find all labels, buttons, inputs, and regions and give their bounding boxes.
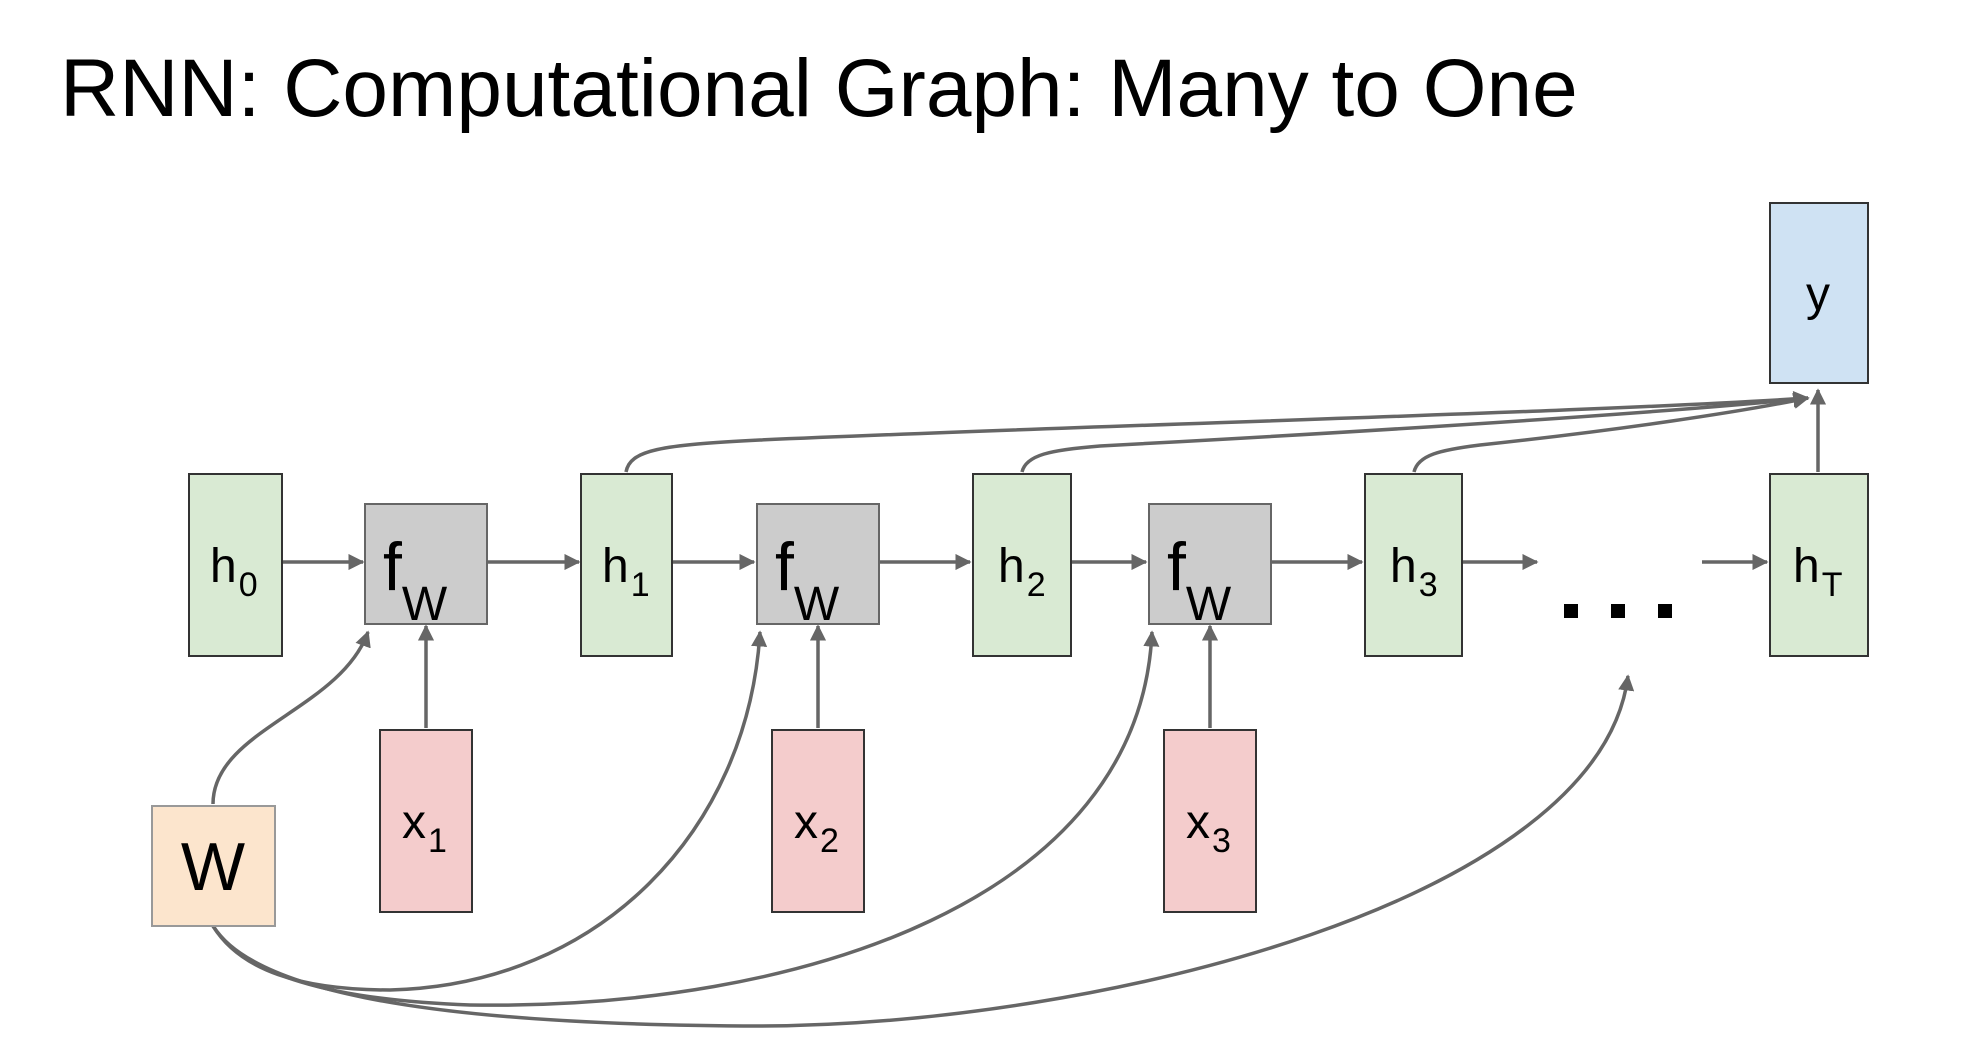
node-h0: h0 [188,473,283,657]
node-f2-label: fW [775,529,840,631]
edge-W-f1 [211,630,371,805]
node-x2: x2 [771,729,865,913]
node-x3-label: x3 [1186,796,1231,860]
edge-W-f2 [211,630,768,992]
node-f1-label: fW [383,529,448,631]
node-W: W [151,805,276,927]
node-x3: x3 [1163,729,1257,913]
node-y: y [1769,202,1869,384]
edge-h2-y [1020,391,1810,473]
node-h3: h3 [1364,473,1463,657]
node-f2: fW [756,503,880,631]
ellipsis [1564,604,1672,618]
ellipsis-dot-2 [1611,604,1625,618]
edges [211,388,1827,1028]
page-title: RNN: Computational Graph: Many to One [60,43,1578,134]
node-h1: h1 [580,473,673,657]
node-f3-label: fW [1167,529,1232,631]
node-f3: fW [1148,503,1272,631]
node-h1-label: h1 [602,540,650,604]
node-x1-label: x1 [402,796,447,860]
node-f1: fW [364,503,488,631]
node-y-label: y [1806,268,1830,321]
node-h2-label: h2 [998,540,1046,604]
node-h0-label: h0 [210,540,258,604]
node-x2-label: x2 [794,796,839,860]
edge-h1-y [624,390,1810,473]
edge-W-ellipsis [211,674,1635,1028]
node-W-label: W [181,829,245,905]
node-x1: x1 [379,729,473,913]
edge-h3-y [1412,393,1810,473]
edge-W-f3 [211,630,1160,1007]
ellipsis-dot-3 [1658,604,1672,618]
node-hT-label: hT [1793,540,1842,604]
node-hT: hT [1769,473,1869,657]
node-h2: h2 [972,473,1072,657]
ellipsis-dot-1 [1564,604,1578,618]
node-h3-label: h3 [1390,540,1438,604]
